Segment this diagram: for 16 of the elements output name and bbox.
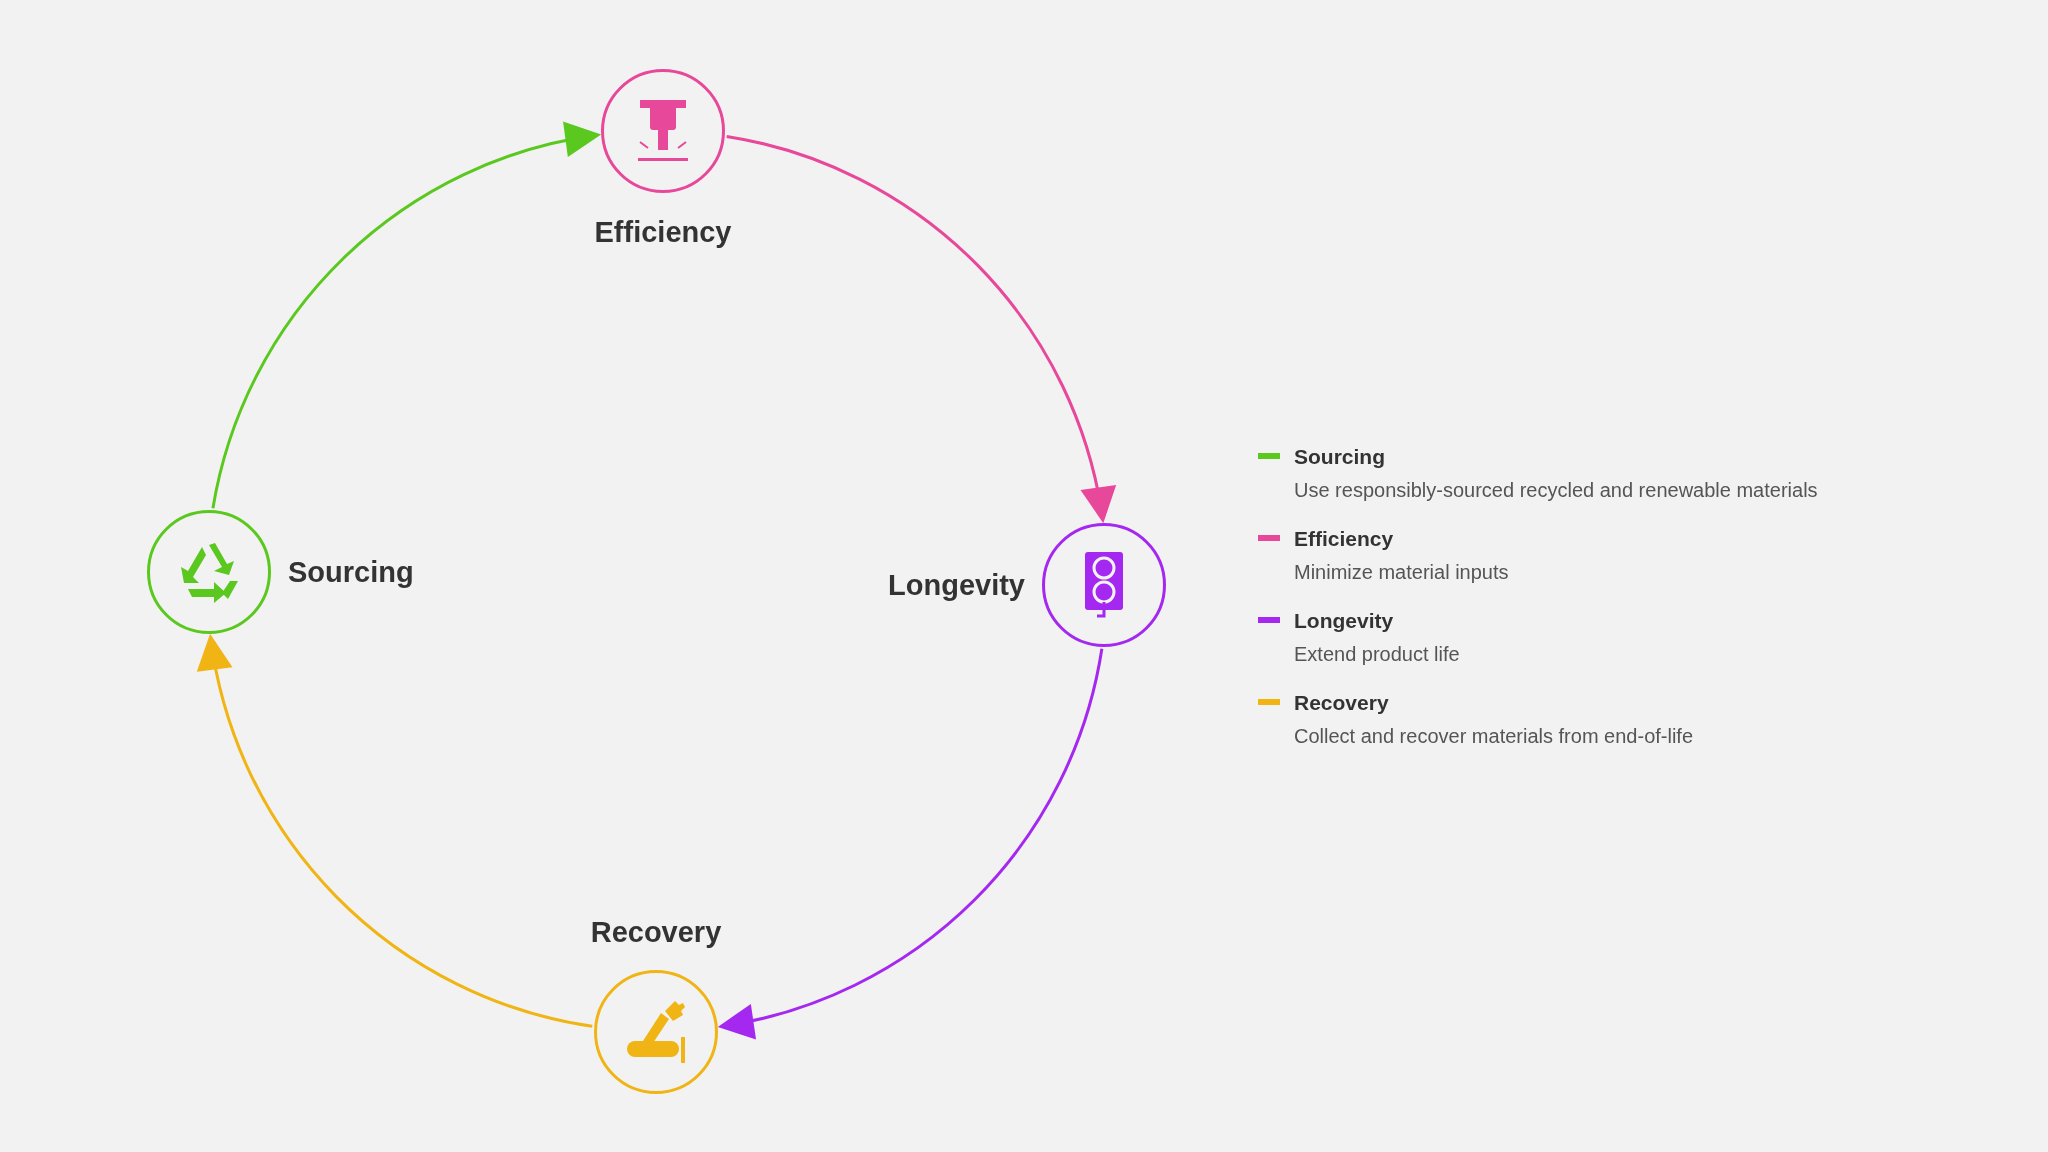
node-label: Recovery <box>590 916 722 949</box>
arrow <box>211 123 602 509</box>
legend-description: Use responsibly-sourced recycled and renewable materials <box>1294 479 1818 502</box>
legend-description: Collect and recover materials from end-of-life <box>1294 725 1694 748</box>
legend-label: Efficiency <box>1294 527 1394 551</box>
legend-description: Extend product life <box>1294 643 1460 666</box>
node-label: Sourcing <box>288 555 414 589</box>
arrow <box>726 134 1114 524</box>
node-label: Longevity <box>888 568 1025 602</box>
legend-label: Longevity <box>1294 609 1394 633</box>
arrow <box>717 648 1104 1038</box>
legend-description: Minimize material inputs <box>1294 561 1509 584</box>
legend-label: Recovery <box>1294 691 1389 715</box>
node-label: Efficiency <box>594 216 732 249</box>
legend-label: Sourcing <box>1294 445 1385 469</box>
arrow <box>199 633 593 1028</box>
